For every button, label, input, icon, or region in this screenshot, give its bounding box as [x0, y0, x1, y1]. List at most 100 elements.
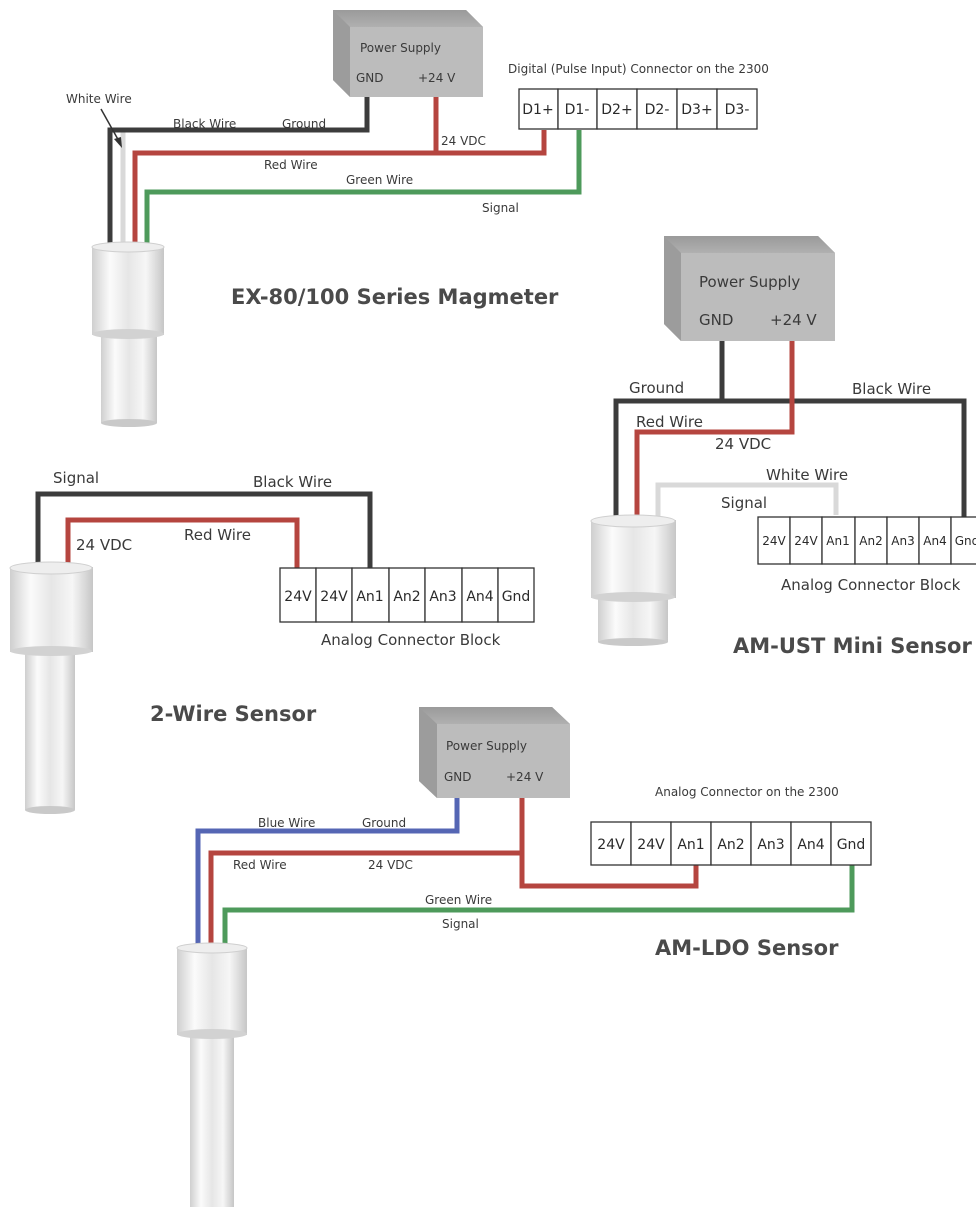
twowire-terminal-label: An3 [429, 589, 456, 605]
twowire-black-wire-label: Black Wire [253, 473, 332, 491]
amldo-sensor [176, 942, 248, 1207]
amldo-red-wire [208, 798, 699, 950]
twowire-terminal-label: 24V [284, 589, 312, 605]
ex80-pointer-arrowhead [114, 137, 122, 148]
amldo-vdc-label: 24 VDC [368, 858, 413, 872]
amldo-blue-wire-label: Blue Wire [258, 816, 315, 830]
amust-terminal-label: An3 [891, 534, 914, 548]
ex80-white-wire-pointer [100, 108, 121, 144]
amust-block-label: Analog Connector Block [781, 576, 961, 594]
ex80-black-wire [107, 97, 370, 248]
ex80-ps-plus24: +24 V [418, 71, 456, 85]
amust-ps-title: Power Supply [699, 273, 800, 291]
twowire-signal-label: Signal [53, 469, 99, 487]
amust-ps-gnd: GND [699, 311, 733, 329]
amldo-terminal-label: An2 [717, 837, 744, 853]
twowire-terminal-gnd [497, 567, 535, 623]
twowire-title: 2-Wire Sensor [150, 702, 317, 726]
ex80-terminal-d3m [716, 88, 758, 130]
ex80-red-wire [132, 97, 547, 248]
twowire-terminal-label: An1 [356, 589, 383, 605]
amldo-title: AM-LDO Sensor [655, 936, 839, 960]
amust-power-supply: Power Supply GND +24 V [664, 236, 835, 341]
ex80-vdc-label: 24 VDC [441, 134, 486, 148]
twowire-terminal-an4 [461, 567, 499, 623]
amust-terminal-an1 [821, 516, 856, 565]
twowire-terminal-label: An2 [393, 589, 420, 605]
amldo-terminal-label: 24V [637, 837, 665, 853]
twowire-black-wire [35, 491, 373, 570]
ex80-terminal-label: D3- [725, 102, 750, 118]
amust-terminal-gnd [950, 516, 976, 565]
twowire-terminal-24v-a [279, 567, 317, 623]
amldo-ps-gnd: GND [444, 770, 472, 784]
ex80-connector-label: Digital (Pulse Input) Connector on the 2… [508, 62, 769, 76]
amldo-terminal-gnd [830, 821, 872, 866]
ex80-terminal-d2p [596, 88, 638, 130]
twowire-block-label: Analog Connector Block [321, 631, 501, 649]
amust-terminal-label: An4 [923, 534, 946, 548]
amldo-blue-wire [195, 798, 460, 950]
twowire-red-wire-label: Red Wire [184, 526, 251, 544]
amldo-green-wire-label: Green Wire [425, 893, 492, 907]
ex80-signal-label: Signal [482, 201, 519, 215]
amust-terminal-an2 [854, 516, 888, 565]
ex80-ps-gnd: GND [356, 71, 384, 85]
ex80-section: Power Supply GND +24 V Digital (Pulse In… [66, 10, 769, 427]
ex80-green-wire [144, 130, 582, 248]
amldo-terminal-24v-b [630, 821, 672, 866]
twowire-vdc-label: 24 VDC [76, 536, 132, 554]
amust-red-wire [634, 341, 795, 522]
amust-ps-plus24: +24 V [770, 311, 817, 329]
amust-ground-label: Ground [629, 379, 684, 397]
ex80-green-wire-label: Green Wire [346, 173, 413, 187]
amust-title: AM-UST Mini Sensor [733, 634, 972, 658]
amldo-red-wire-label: Red Wire [233, 858, 287, 872]
ex80-white-wire-label: White Wire [66, 92, 132, 106]
amust-signal-label: Signal [721, 494, 767, 512]
amldo-section: Power Supply GND +24 V Blue Wire Ground … [176, 707, 872, 1207]
ex80-ground-label: Ground [282, 117, 326, 131]
amust-section: Power Supply GND +24 V Ground Black Wire… [590, 236, 976, 658]
ex80-terminal-label: D3+ [681, 102, 712, 118]
amldo-terminal-an4 [790, 821, 832, 866]
ex80-connector: D1+ D1- D2+ D2- D3+ D3- [518, 88, 758, 130]
twowire-terminal-label: 24V [320, 589, 348, 605]
amldo-connector-label: Analog Connector on the 2300 [655, 785, 839, 799]
amust-black-wire [613, 341, 967, 522]
amldo-connector: 24V 24V An1 An2 An3 An4 Gnd [590, 821, 872, 866]
amldo-signal-label: Signal [442, 917, 479, 931]
twowire-terminal-an1 [351, 567, 390, 623]
amust-vdc-label: 24 VDC [715, 435, 771, 453]
twowire-sensor [9, 561, 93, 814]
amust-sensor [590, 514, 676, 646]
amldo-terminal-an3 [750, 821, 792, 866]
twowire-terminal-label: An4 [466, 589, 493, 605]
amust-black-wire-label: Black Wire [852, 380, 931, 398]
ex80-power-supply: Power Supply GND +24 V [333, 10, 483, 97]
ex80-terminal-label: D2- [645, 102, 670, 118]
twowire-red-wire [65, 517, 300, 570]
amust-terminal-24v-b [789, 516, 823, 565]
amust-terminal-24v-a [757, 516, 791, 565]
amldo-ps-title: Power Supply [446, 739, 527, 753]
ex80-red-wire-label: Red Wire [264, 158, 318, 172]
amust-terminal-label: 24V [762, 534, 786, 548]
amldo-ground-label: Ground [362, 816, 406, 830]
amldo-power-supply: Power Supply GND +24 V [419, 707, 570, 798]
ex80-terminal-label: D1- [565, 102, 590, 118]
twowire-connector-block: 24V 24V An1 An2 An3 An4 Gnd [279, 567, 535, 623]
amldo-green-wire [222, 865, 855, 950]
ex80-terminal-label: D1+ [522, 102, 553, 118]
amldo-terminal-an2 [710, 821, 752, 866]
amldo-terminal-label: An3 [757, 837, 784, 853]
amust-terminal-label: An1 [826, 534, 849, 548]
amldo-terminal-label: An4 [797, 837, 824, 853]
ex80-terminal-label: D2+ [601, 102, 632, 118]
amldo-terminal-label: An1 [677, 837, 704, 853]
amldo-terminal-label: Gnd [837, 837, 866, 853]
ex80-terminal-d1m [557, 88, 598, 130]
ex80-terminal-d3p [676, 88, 718, 130]
amust-white-wire-label: White Wire [766, 466, 848, 484]
